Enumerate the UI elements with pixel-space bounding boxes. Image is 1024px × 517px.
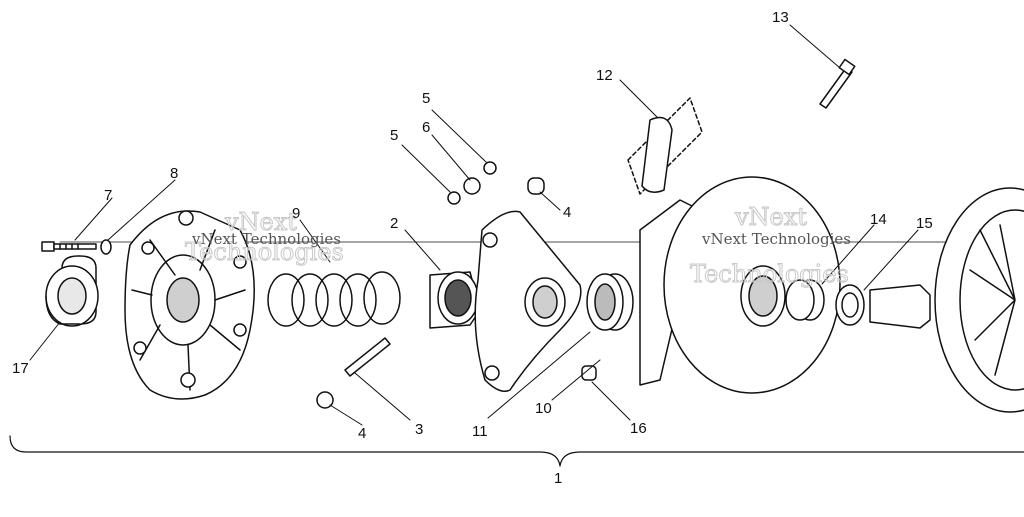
callout-17: 17 — [12, 360, 29, 377]
spider-11 — [474, 210, 582, 392]
fixed-sheave — [869, 187, 1024, 413]
watermark-big-1: vNext — [224, 208, 297, 236]
callout-5-left: 5 — [390, 127, 398, 144]
spacer-10 — [586, 273, 634, 331]
watermark-line-1: vNext Technologies — [191, 230, 341, 248]
callout-7: 7 — [104, 187, 112, 204]
callout-16: 16 — [630, 420, 647, 437]
callout-12: 12 — [596, 67, 613, 84]
assembly-bracket — [9, 435, 1024, 467]
leader-lines — [29, 24, 919, 426]
roller-parts-5-6 — [447, 161, 545, 205]
callout-9: 9 — [292, 205, 300, 222]
sleeve-2 — [429, 271, 481, 329]
moveable-sheave — [639, 176, 841, 394]
watermark: vNext Technologies vNext Technologies vN… — [185, 203, 852, 289]
watermark-line-2: vNext Technologies — [701, 230, 851, 248]
watermark-big-4: Technologies — [690, 260, 849, 288]
cover-plate — [124, 210, 255, 400]
weight-12 — [627, 97, 703, 195]
callout-4-upper: 4 — [563, 204, 571, 221]
nut-16 — [581, 365, 597, 381]
callout-15: 15 — [916, 215, 933, 232]
callout-3: 3 — [415, 421, 423, 438]
washer-14 — [785, 279, 825, 321]
washer-15 — [835, 284, 865, 326]
callout-6: 6 — [422, 119, 430, 136]
callout-5-top: 5 — [422, 90, 430, 107]
callout-labels: 1 2 3 4 4 5 5 6 7 8 9 10 11 12 13 14 15 … — [12, 9, 933, 487]
callout-14: 14 — [870, 211, 887, 228]
bolt-13 — [819, 58, 856, 109]
roller-4-lower — [316, 391, 334, 409]
callout-8: 8 — [170, 165, 178, 182]
callout-1: 1 — [554, 470, 562, 487]
watermark-big-3: vNext — [734, 203, 807, 231]
callout-10: 10 — [535, 400, 552, 417]
bolt-7 — [41, 241, 97, 252]
callout-4-lower: 4 — [358, 425, 366, 442]
callout-11: 11 — [472, 423, 488, 440]
spring-9 — [267, 271, 401, 327]
washer-8 — [100, 239, 112, 255]
callout-2: 2 — [390, 215, 398, 232]
bushing-17 — [45, 255, 99, 327]
callout-13: 13 — [772, 9, 789, 26]
watermark-big-2: Technologies — [185, 238, 344, 266]
pin-3 — [344, 337, 391, 377]
